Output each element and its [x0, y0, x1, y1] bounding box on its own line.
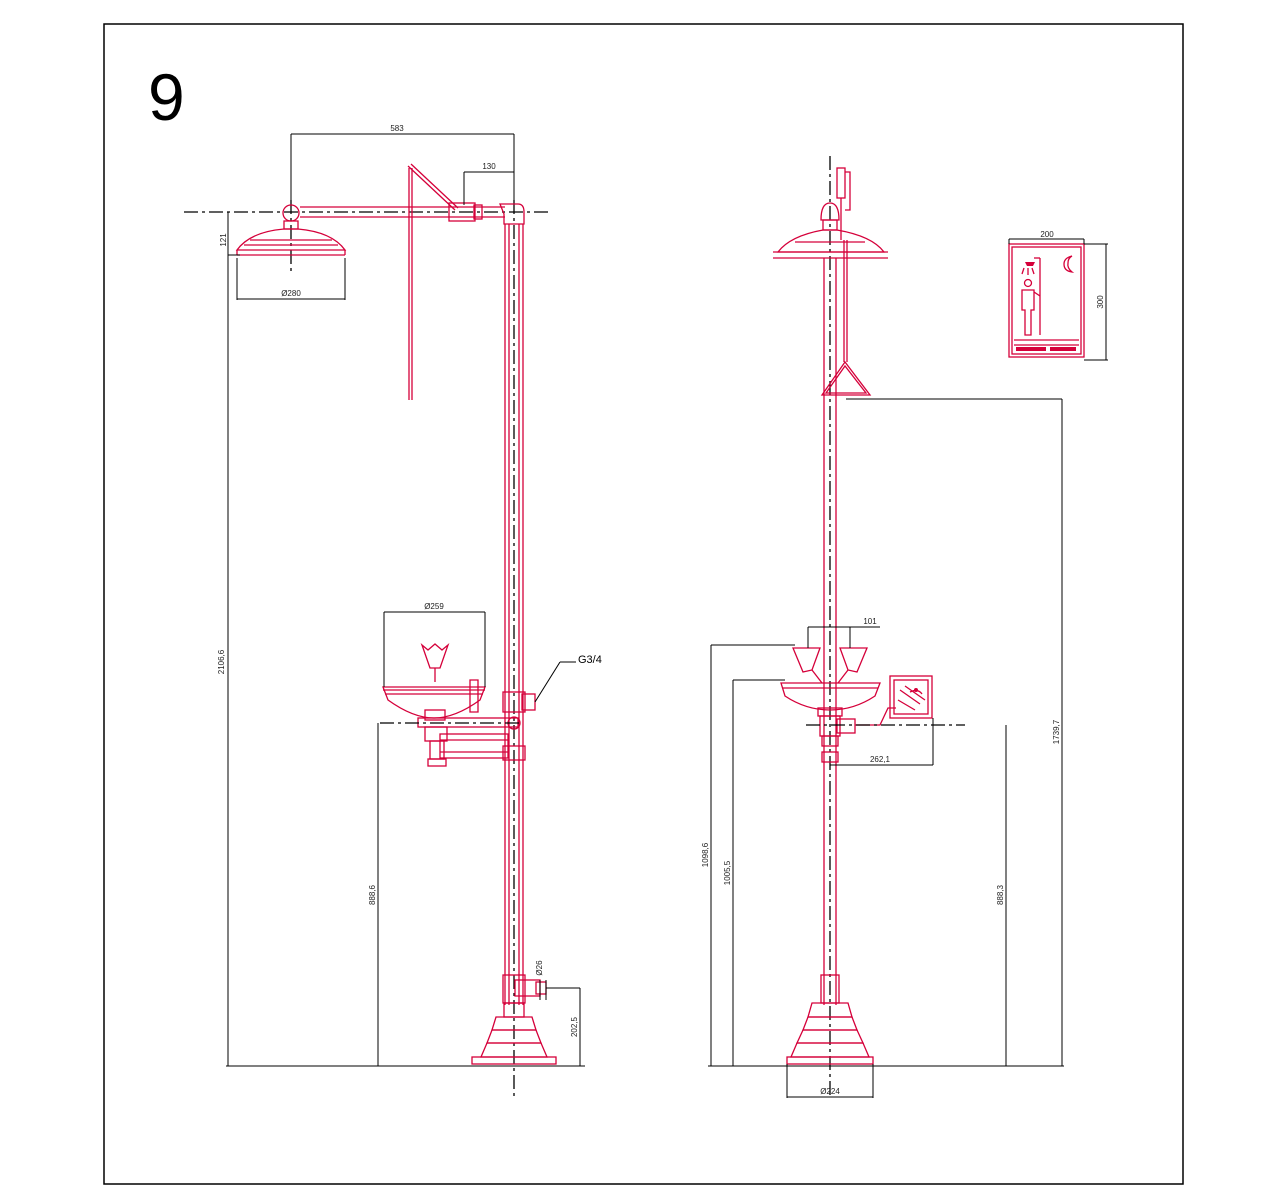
sheet-number: 9 [148, 60, 185, 134]
dim-sign-height: 300 [1096, 295, 1105, 309]
emergency-shower-sign-icon [1021, 255, 1075, 336]
dim-valve-offset: 130 [482, 162, 496, 171]
dim-overall-height: 2106,6 [217, 649, 226, 674]
pull-rod [407, 163, 459, 400]
sheet-border [103, 23, 1184, 1185]
dim-arm-length: 583 [390, 124, 404, 133]
eyewash-bowl-side [780, 647, 881, 763]
side-view: 101 1098,6 1005,5 262,1 888,3 1739,7 Ø22… [701, 156, 1064, 1098]
front-view: 583 130 121 Ø280 2106,6 Ø259 G3/4 888,6 [184, 124, 602, 1098]
dim-head-height: 121 [219, 233, 228, 247]
dim-nozzle-height: 1098,6 [701, 842, 710, 867]
dim-pedal-height: 888,3 [996, 884, 1005, 905]
eyewash-bowl-front [382, 643, 486, 721]
pull-handle-triangle [820, 240, 872, 396]
main-column [504, 224, 524, 1005]
shower-arm-pipe [300, 202, 505, 222]
dim-bowl-diameter: Ø259 [424, 602, 444, 611]
dim-head-diameter: Ø280 [281, 289, 301, 298]
dim-base-diameter: Ø224 [820, 1087, 840, 1096]
dim-nozzle-spacing: 101 [863, 617, 877, 626]
dim-drain-diameter: Ø26 [535, 960, 544, 976]
dim-handle-height: 1739,7 [1052, 719, 1061, 744]
emergency-shower-sign: 200 300 [1008, 230, 1108, 361]
shower-head [235, 204, 347, 256]
dim-drain-height: 202,5 [570, 1016, 579, 1037]
label-inlet-thread: G3/4 [578, 654, 602, 666]
dim-bowl-rim-height: 1005,5 [723, 860, 732, 885]
base-pedestal-side [786, 974, 874, 1065]
base-pedestal-front [471, 1002, 557, 1065]
dim-sign-width: 200 [1040, 230, 1054, 239]
dim-pedal-offset: 262,1 [870, 755, 891, 764]
shower-head-side [773, 202, 888, 259]
column-side [823, 258, 837, 1005]
dim-bowl-height: 888,6 [368, 884, 377, 905]
